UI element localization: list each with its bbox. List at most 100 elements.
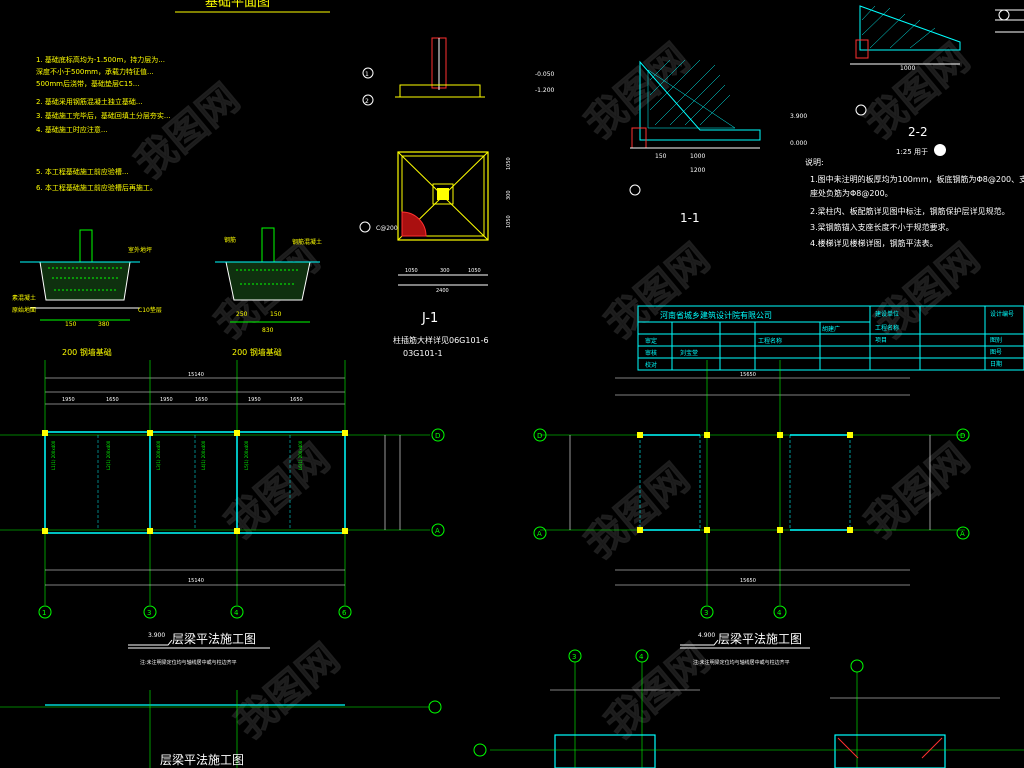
svg-text:1000: 1000 <box>900 65 915 72</box>
note-line: 2.梁柱内、板配筋详见图中标注，钢筋保护层详见规范。 <box>810 206 1010 216</box>
svg-text:3.900: 3.900 <box>148 632 165 639</box>
note-line: 4. 基础施工时应注意... <box>36 125 108 134</box>
svg-text:3: 3 <box>572 653 576 661</box>
section-22-sub: 1:25 用于 <box>896 148 928 156</box>
svg-text:1050: 1050 <box>506 157 512 170</box>
svg-text:3.900: 3.900 <box>790 113 807 120</box>
svg-text:1650: 1650 <box>290 397 303 403</box>
svg-text:D: D <box>537 432 542 440</box>
plan-left-title: 3.900 层梁平法施工图 注:未注明梁定位均与轴线居中或与柱边齐平 <box>128 631 270 666</box>
svg-text:300: 300 <box>440 268 450 274</box>
svg-text:钢筋混凝土: 钢筋混凝土 <box>292 238 322 246</box>
svg-text:1200: 1200 <box>690 167 705 174</box>
svg-text:层梁平法施工图: 层梁平法施工图 <box>172 631 256 646</box>
svg-text:1: 1 <box>42 609 46 617</box>
svg-text:1950: 1950 <box>160 397 173 403</box>
general-notes: 说明: 1.图中未注明的板厚均为100mm，板底钢筋为Φ8@200、支 座处负筋… <box>805 157 1024 248</box>
section-11-label: 1-1 <box>680 211 700 225</box>
svg-text:0.000: 0.000 <box>790 140 807 147</box>
svg-text:1050: 1050 <box>405 268 418 274</box>
svg-text:4: 4 <box>777 609 782 617</box>
svg-text:2400: 2400 <box>436 288 449 294</box>
svg-text:素混凝土: 素混凝土 <box>12 294 36 302</box>
svg-text:1950: 1950 <box>248 397 261 403</box>
note-line: 座处负筋为Φ8@200。 <box>810 188 893 198</box>
plan-right-title: 4.900 层梁平法施工图 注:未注明梁定位均与轴线居中或与柱边齐平 <box>680 631 810 666</box>
svg-text:日期: 日期 <box>990 360 1002 368</box>
svg-text:380: 380 <box>98 321 110 328</box>
svg-text:层梁平法施工图: 层梁平法施工图 <box>718 631 802 646</box>
svg-text:3: 3 <box>704 609 708 617</box>
note-line: 500mm后浇带，基础垫层C15... <box>36 79 139 88</box>
svg-text:L6(1) 200x400: L6(1) 200x400 <box>298 440 303 470</box>
svg-text:层梁平法施工图: 层梁平法施工图 <box>160 752 244 767</box>
svg-text:钢筋: 钢筋 <box>224 236 236 244</box>
j1-note2: 03G101-1 <box>403 349 443 358</box>
note-line: 深度不小于500mm，承载力特征值... <box>36 67 154 76</box>
svg-text:审核: 审核 <box>645 349 657 357</box>
svg-text:工程名称: 工程名称 <box>758 337 782 345</box>
svg-text:D: D <box>960 432 965 440</box>
watermark-text: 我图网 <box>597 635 718 747</box>
note-line: 1. 基础底标高均为-1.500m，持力层为... <box>36 55 165 64</box>
beam-plan-left: 15140 1950 1650 1950 1650 1950 1650 <box>0 360 445 619</box>
svg-text:注:未注明梁定位均与轴线居中或与柱边齐平: 注:未注明梁定位均与轴线居中或与柱边齐平 <box>693 659 790 666</box>
svg-text:工程名称: 工程名称 <box>875 324 899 332</box>
notes-left: 1. 基础底标高均为-1.500m，持力层为... 深度不小于500mm，承载力… <box>36 55 171 192</box>
svg-text:审定: 审定 <box>645 337 657 345</box>
svg-text:刘宝堂: 刘宝堂 <box>680 349 698 357</box>
svg-text:1050: 1050 <box>468 268 481 274</box>
svg-text:校对: 校对 <box>645 361 657 369</box>
svg-text:15650: 15650 <box>740 372 756 378</box>
footing-j1-plan: C@200 1050 300 1050 2400 1050 300 1050 <box>359 151 512 294</box>
svg-text:注:未注明梁定位均与轴线居中或与柱边齐平: 注:未注明梁定位均与轴线居中或与柱边齐平 <box>140 659 237 666</box>
svg-text:A: A <box>960 530 965 538</box>
svg-text:1650: 1650 <box>195 397 208 403</box>
beam-plan-bottom-left: 层梁平法施工图 <box>0 690 442 768</box>
note-line: 4.楼梯详见楼梯详图，钢筋平法表。 <box>810 238 938 248</box>
wall-footing-detail-right: 钢筋 钢筋混凝土 250 150 830 <box>215 227 322 334</box>
watermark-text: 我图网 <box>227 635 348 747</box>
svg-text:L5(1) 200x400: L5(1) 200x400 <box>244 440 249 470</box>
svg-text:4.900: 4.900 <box>698 632 715 639</box>
title-block: 河南省城乡建筑设计院有限公司 审定 审核 校对 刘宝堂 工程名称 胡建广 建设单… <box>637 305 1024 371</box>
svg-text:胡建广: 胡建广 <box>822 325 840 333</box>
wall-detail-label-left: 200 钢墙基础 <box>62 347 112 357</box>
svg-text:1: 1 <box>365 71 369 78</box>
svg-text:C@200: C@200 <box>376 225 398 232</box>
column-base-elevation: 1 2 -0.050 -1.200 <box>362 37 555 106</box>
j1-note: 柱插筋大样详见06G101-6 <box>393 335 489 345</box>
watermark-text: 我图网 <box>127 75 248 187</box>
svg-text:L3(1) 200x400: L3(1) 200x400 <box>156 440 161 470</box>
svg-text:15140: 15140 <box>188 578 204 584</box>
svg-text:图别: 图别 <box>990 336 1002 344</box>
svg-text:项目: 项目 <box>875 337 887 344</box>
sheet-top-title: 基础平面图 <box>205 0 270 10</box>
svg-text:A: A <box>537 530 542 538</box>
notes-title: 说明: <box>805 157 824 167</box>
svg-text:3: 3 <box>147 609 151 617</box>
svg-text:250: 250 <box>236 311 248 318</box>
svg-text:-1.200: -1.200 <box>535 87 555 94</box>
beam-plan-bottom-right: 3 4 <box>473 649 1024 768</box>
svg-text:建设单位: 建设单位 <box>875 310 899 318</box>
watermark-text: 我图网 <box>597 235 718 347</box>
svg-text:室外地坪: 室外地坪 <box>128 246 152 254</box>
svg-text:A: A <box>435 527 440 535</box>
j1-label: J-1 <box>421 311 438 326</box>
note-line: 3. 基础施工完毕后，基础回填土分层夯实... <box>36 111 171 120</box>
note-line: 1.图中未注明的板厚均为100mm，板底钢筋为Φ8@200、支 <box>810 174 1024 184</box>
svg-text:15140: 15140 <box>188 372 204 378</box>
svg-text:C10垫层: C10垫层 <box>138 306 162 314</box>
note-line: 6. 本工程基础施工前应验槽后再施工。 <box>36 183 157 192</box>
svg-text:4: 4 <box>234 609 239 617</box>
svg-text:1000: 1000 <box>690 153 705 160</box>
company-name: 河南省城乡建筑设计院有限公司 <box>660 310 772 320</box>
svg-text:1050: 1050 <box>506 215 512 228</box>
svg-text:原始地面: 原始地面 <box>12 306 36 314</box>
svg-text:L4(1) 200x400: L4(1) 200x400 <box>201 440 206 470</box>
svg-text:-0.050: -0.050 <box>535 71 555 78</box>
svg-text:150: 150 <box>270 311 282 318</box>
section-1-1: 150 1000 1200 3.900 0.000 <box>629 59 807 196</box>
